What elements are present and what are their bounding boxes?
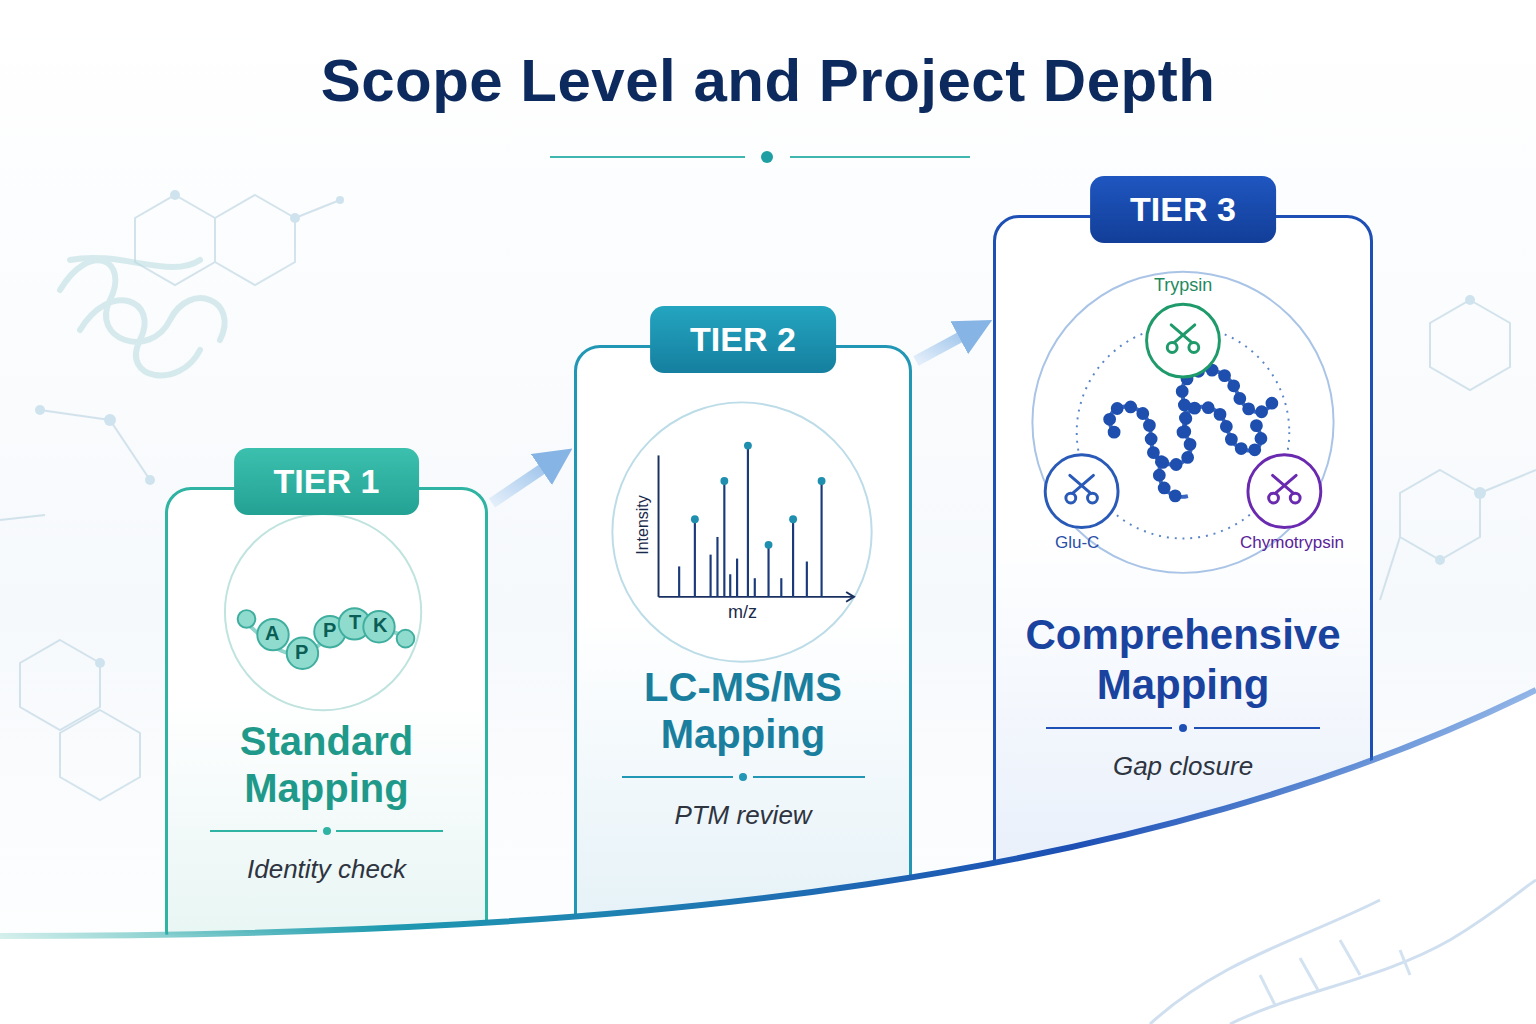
- tier-illustration: [996, 218, 1370, 912]
- residue-letter: K: [373, 614, 387, 637]
- axis-label: m/z: [728, 602, 757, 623]
- tier-title: Comprehensive Mapping: [1018, 610, 1348, 709]
- divider-part: [739, 773, 747, 781]
- residue-letter: T: [349, 611, 361, 634]
- divider-part: [622, 776, 734, 778]
- tier-subtitle: Gap closure: [1113, 751, 1253, 782]
- title-divider: [210, 826, 443, 836]
- progress-arrow: [492, 457, 560, 503]
- tier-text-column: Standard MappingIdentity check: [168, 718, 485, 885]
- tier-subtitle: Identity check: [247, 854, 406, 885]
- divider-part: [336, 830, 443, 832]
- divider-part: [753, 776, 865, 778]
- divider-part: [323, 827, 331, 835]
- tier-card: TIER 2LC-MS/MS MappingPTM review: [574, 345, 912, 945]
- divider-part: [1046, 727, 1172, 729]
- divider-part: [1194, 727, 1320, 729]
- enzyme-label: Trypsin: [1154, 275, 1212, 296]
- tier-badge: TIER 2: [650, 306, 836, 373]
- residue-letter: A: [265, 622, 279, 645]
- title-divider: [1046, 723, 1320, 733]
- tier-subtitle: PTM review: [674, 800, 811, 831]
- tier-text-column: Comprehensive MappingGap closure: [996, 610, 1370, 782]
- enzyme-label: Glu-C: [1055, 533, 1099, 553]
- tier-illustration: [577, 348, 909, 942]
- divider-part: [210, 830, 317, 832]
- divider-part: [1179, 724, 1187, 732]
- tier-text-column: LC-MS/MS MappingPTM review: [577, 664, 909, 831]
- enzyme-label: Chymotrypsin: [1240, 533, 1344, 553]
- axis-label: Intensity: [634, 495, 652, 555]
- tier-title: Standard Mapping: [207, 718, 447, 812]
- residue-letter: P: [323, 619, 336, 642]
- tier-card: TIER 3Comprehensive MappingGap closure: [993, 215, 1373, 915]
- diagram-title: Scope Level and Project Depth: [0, 46, 1536, 115]
- tier-badge: TIER 3: [1090, 176, 1276, 243]
- tier-card: TIER 1Standard MappingIdentity check: [165, 487, 488, 957]
- residue-letter: P: [295, 641, 308, 664]
- progress-arrow: [916, 327, 979, 361]
- tier-title: LC-MS/MS Mapping: [613, 664, 873, 758]
- tier-badge: TIER 1: [234, 448, 420, 515]
- title-divider: [622, 772, 865, 782]
